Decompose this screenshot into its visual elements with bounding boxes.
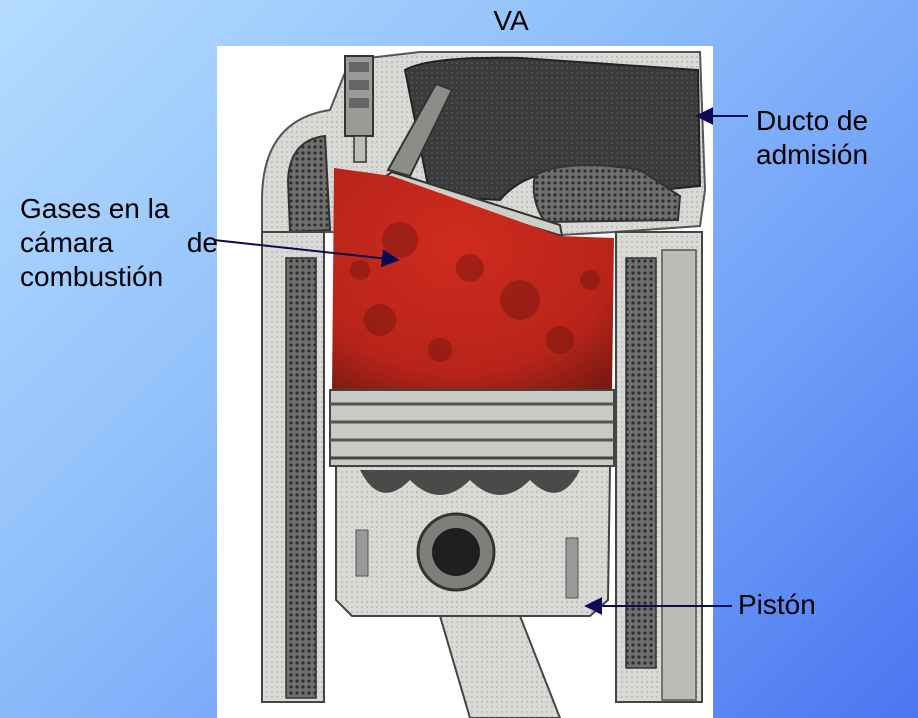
piston: [330, 390, 614, 616]
label-piston: Pistón: [738, 588, 816, 622]
label-intake-duct: Ducto de admisión: [756, 104, 868, 172]
left-wall-jacket: [286, 258, 316, 698]
label-ducto-line1: Ducto de: [756, 104, 868, 138]
label-gases-line2: cámara de: [20, 226, 218, 260]
right-outer-jacket: [662, 250, 696, 700]
label-combustion-gases: Gases en la cámara de combustión: [20, 192, 218, 294]
slide-title: VA: [52, 4, 918, 38]
label-ducto-line2: admisión: [756, 138, 868, 172]
label-gases-line3: combustión: [20, 260, 218, 294]
label-gases-line1: Gases en la: [20, 192, 218, 226]
